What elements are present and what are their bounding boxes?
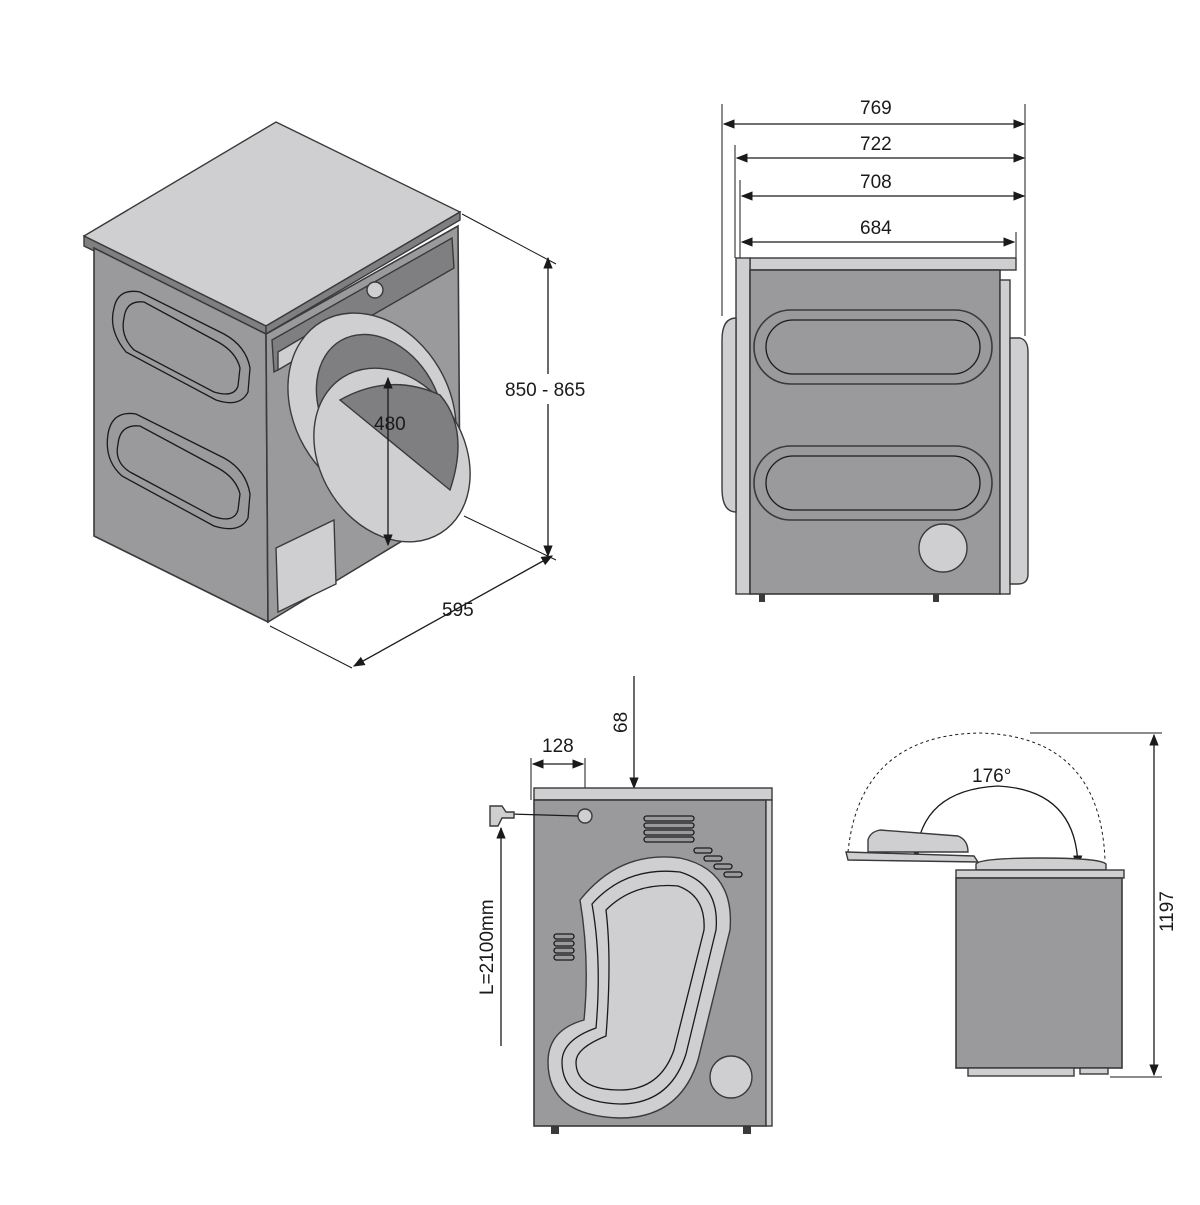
side-view: 769 722 708 684 <box>721 98 1029 602</box>
rear-vent-left <box>553 933 575 961</box>
door-top-slab <box>955 869 1125 879</box>
door-swing-arc <box>847 732 1106 861</box>
dim-door-angle: 176° <box>972 766 1011 787</box>
rear-vent-side <box>693 847 743 878</box>
dim-depth-body: 684 <box>860 218 892 239</box>
dim-door-opening: 480 <box>374 414 406 435</box>
dim-cable-length: L=2100mm <box>477 899 498 995</box>
side-rear-port <box>918 523 968 573</box>
dim-depth-total: 769 <box>860 98 892 119</box>
side-top-slab <box>749 257 1017 271</box>
dim-door-height: 1197 <box>1157 891 1178 932</box>
rear-vent-top <box>643 815 695 843</box>
door-angle-view: 176° 1197 <box>845 732 1178 1078</box>
side-door-profile <box>721 317 737 513</box>
rear-view: 128 68 L=2100mm <box>477 676 773 1134</box>
dim-hose-offset: 128 <box>542 736 574 757</box>
dim-height-range: 850 - 865 <box>505 380 585 401</box>
rear-top-slab <box>533 787 773 801</box>
door-open-lid <box>867 829 969 853</box>
power-plug-icon <box>489 805 515 827</box>
dim-depth-722: 722 <box>860 134 892 155</box>
dim-width: 595 <box>442 600 474 621</box>
door-view-body <box>955 877 1123 1069</box>
iso-program-knob <box>366 281 384 299</box>
rear-round-port <box>709 1055 753 1099</box>
rear-cable-port <box>577 808 593 824</box>
rear-heat-duct <box>547 856 732 1119</box>
dim-depth-708: 708 <box>860 172 892 193</box>
iso-service-hatch <box>275 518 337 614</box>
dim-top-offset: 68 <box>611 712 632 733</box>
side-rear-bulge <box>1009 337 1029 585</box>
isometric-view: 480 850 - 865 595 <box>82 121 600 669</box>
